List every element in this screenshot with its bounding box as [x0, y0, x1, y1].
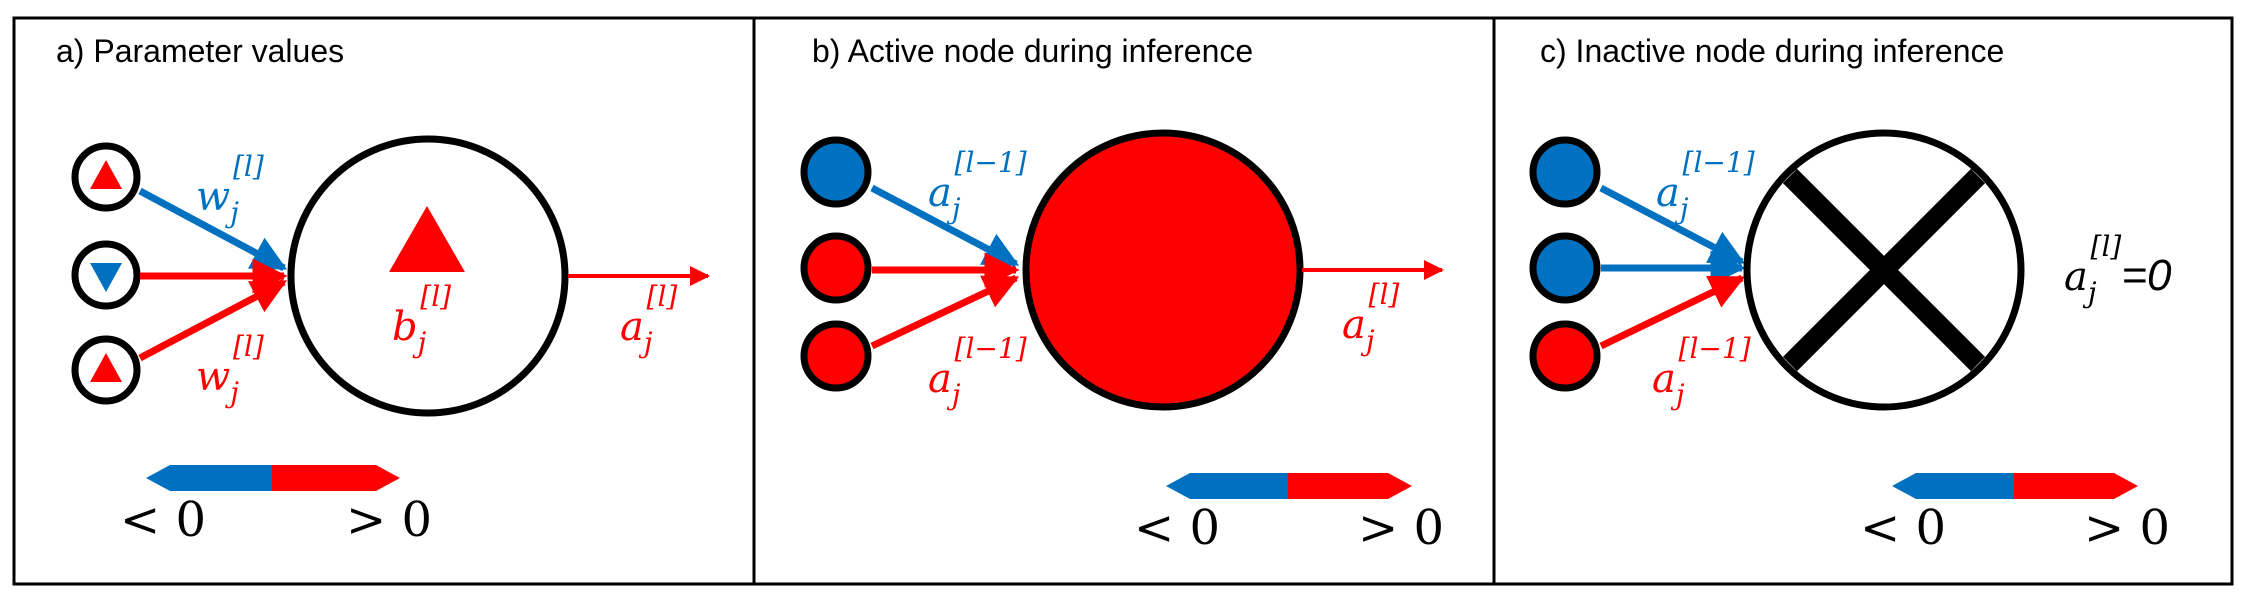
- legend-positive-bar: [272, 465, 400, 491]
- panel-b: b) Active node during inference aj[l−1] …: [752, 16, 1496, 586]
- legend-positive-bar: [1288, 473, 1412, 499]
- legend-less-label: < 0: [1860, 500, 1946, 556]
- panel-b-title: b) Active node during inference: [812, 33, 1253, 69]
- neuron-node: [287, 135, 569, 417]
- upper-edge-label: aj[l−1]: [1656, 146, 1755, 225]
- output-equation: aj[l]=0: [2064, 230, 2172, 309]
- legend-greater-label: > 0: [1358, 500, 1444, 556]
- panel-c-title: c) Inactive node during inference: [1540, 33, 2004, 69]
- input-node-3: [800, 320, 872, 392]
- triangle-up-icon: [90, 160, 122, 189]
- triangle-down-icon: [90, 263, 122, 292]
- input-node-2: [71, 240, 141, 310]
- legend-negative-bar: [146, 465, 272, 491]
- upper-edge-label: aj[l−1]: [928, 146, 1027, 225]
- legend-greater-label: > 0: [346, 492, 432, 548]
- upper-edge-label: wj[l]: [196, 150, 264, 229]
- output-label: aj[l]: [620, 280, 677, 359]
- output-label: aj[l]: [1342, 278, 1399, 357]
- cross-icon: [1782, 168, 1986, 372]
- input-node-1: [800, 136, 872, 208]
- input-node-1: [1529, 136, 1601, 208]
- input-node-3: [1529, 320, 1601, 392]
- sign-legend: < 0 > 0: [120, 465, 432, 548]
- panel-a: a) Parameter values wj[l] wj[l] bj[l: [12, 16, 756, 586]
- edge-lower: [138, 278, 288, 362]
- lower-edge-label: wj[l]: [196, 330, 264, 409]
- legend-greater-label: > 0: [2084, 500, 2170, 556]
- input-node-2: [800, 232, 872, 304]
- edge-upper: [870, 184, 1020, 268]
- input-node-3: [71, 335, 141, 405]
- sign-legend: < 0 > 0: [1134, 473, 1444, 556]
- sign-legend: < 0 > 0: [1860, 473, 2170, 556]
- input-node-2: [1529, 232, 1601, 304]
- triangle-up-icon: [90, 353, 122, 382]
- neuron-node-active: [1022, 129, 1304, 411]
- input-node-1: [71, 142, 141, 212]
- edge-upper: [138, 187, 288, 272]
- neuron-node-inactive: [1743, 129, 2025, 411]
- legend-positive-bar: [2014, 473, 2138, 499]
- bias-triangle-up-icon: [389, 206, 465, 272]
- legend-negative-bar: [1166, 473, 1288, 499]
- edge-lower: [870, 274, 1020, 350]
- legend-negative-bar: [1892, 473, 2014, 499]
- lower-edge-label: aj[l−1]: [928, 332, 1027, 411]
- legend-less-label: < 0: [1134, 500, 1220, 556]
- panel-c: c) Inactive node during inference aj[l−1…: [1492, 16, 2234, 586]
- panel-a-title: a) Parameter values: [56, 33, 344, 69]
- edge-lower: [1599, 274, 1746, 350]
- panel-c-frame: [1492, 16, 2234, 586]
- edge-upper: [1599, 184, 1746, 266]
- legend-less-label: < 0: [120, 492, 206, 548]
- lower-edge-label: aj[l−1]: [1652, 332, 1751, 411]
